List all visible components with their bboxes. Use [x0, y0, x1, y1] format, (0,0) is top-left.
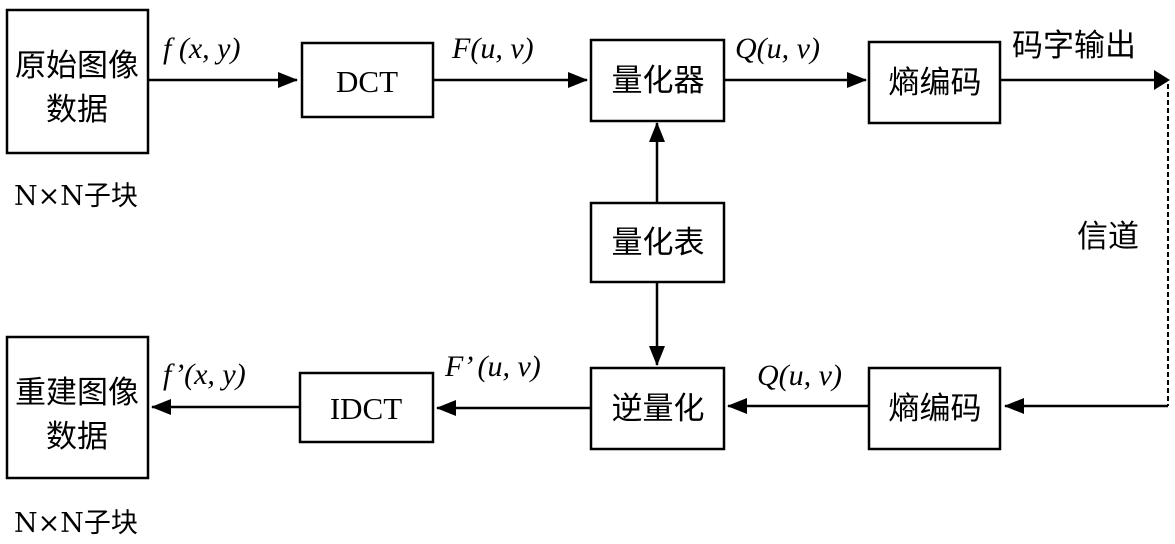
quant-table-box: 量化表 [589, 201, 726, 284]
output-arrowhead [1154, 70, 1170, 90]
source-box-line1: 原始图像 [15, 48, 139, 84]
quantizer-label: 量化器 [612, 63, 705, 99]
recon-box-line2: 数据 [46, 419, 108, 455]
idct-label: IDCT [330, 391, 402, 426]
quant-table-label: 量化表 [612, 225, 705, 261]
signal-Quv-bottom-label: Q(u, v) [757, 359, 842, 392]
source-box-line2: 数据 [46, 92, 108, 128]
reconstructed-image-box: 重建图像 数据 [5, 335, 150, 480]
recon-box-line1: 重建图像 [15, 375, 139, 411]
source-block-note: N×N子块 [14, 181, 138, 212]
entropy-encoder-box: 熵编码 [867, 40, 1002, 125]
signal-fprime-label: f’(x, y) [163, 358, 246, 391]
entropy-decoder-label: 熵编码 [889, 391, 982, 427]
source-image-box: 原始图像 数据 [5, 8, 150, 155]
signal-Fprime-label: F’ (u, v) [444, 350, 541, 383]
idct-box: IDCT [298, 371, 435, 444]
dct-box: DCT [300, 41, 435, 119]
signal-fxy-label: f (x, y) [163, 32, 240, 65]
dct-label: DCT [336, 64, 398, 99]
dequantizer-label: 逆量化 [612, 391, 705, 427]
recon-block-note: N×N子块 [14, 508, 138, 539]
dequantizer-box: 逆量化 [589, 366, 726, 451]
channel-label: 信道 [1077, 219, 1139, 255]
signal-Quv-top-label: Q(u, v) [735, 32, 820, 65]
quantizer-box: 量化器 [589, 38, 726, 123]
entropy-decoder-box: 熵编码 [867, 366, 1002, 451]
signal-Fuv-label: F(u, v) [451, 32, 534, 65]
entropy-encoder-label: 熵编码 [889, 65, 982, 101]
codeword-output-label: 码字输出 [1012, 28, 1136, 64]
